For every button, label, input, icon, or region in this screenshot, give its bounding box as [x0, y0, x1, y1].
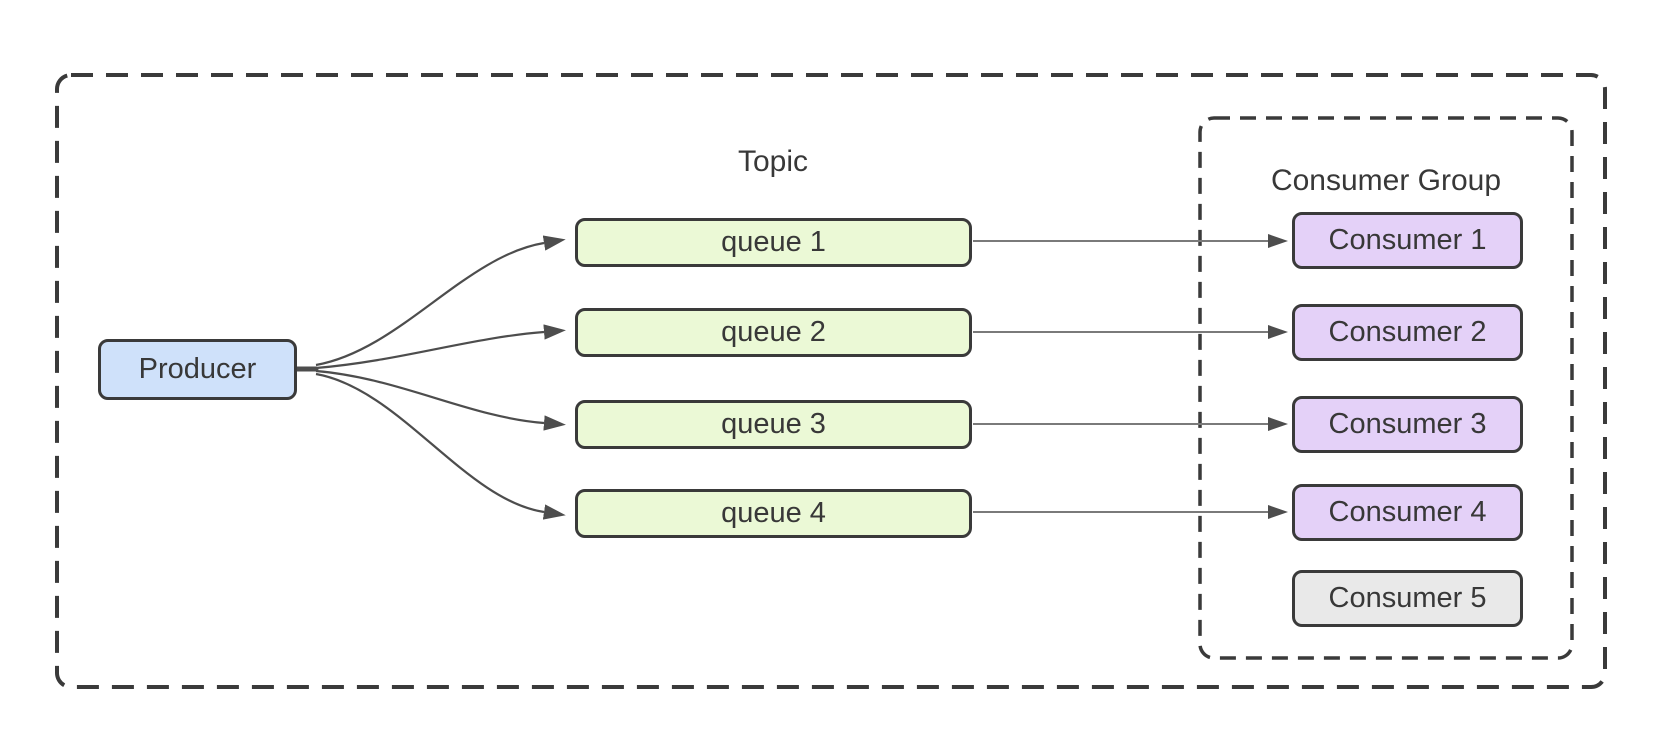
queue-4-node: queue 4 — [575, 489, 972, 538]
edge-producer-queue-1 — [315, 235, 566, 367]
consumer-group-section-label: Consumer Group — [1270, 164, 1502, 197]
edge-producer-queue-3 — [315, 369, 566, 431]
system-boundary-dashed-box — [55, 73, 1607, 689]
consumer-1-node: Consumer 1 — [1292, 212, 1523, 269]
consumer-5-node: Consumer 5 — [1292, 570, 1523, 627]
topic-section-label: Topic — [737, 145, 809, 178]
consumer-3-node: Consumer 3 — [1292, 396, 1523, 453]
queue-1-node: queue 1 — [575, 218, 972, 267]
consumer-group-dashed-box — [1198, 116, 1574, 660]
edge-producer-queue-4 — [315, 372, 566, 520]
producer-node: Producer — [98, 339, 297, 400]
edge-producer-queue-2 — [315, 324, 566, 370]
consumer-4-node: Consumer 4 — [1292, 484, 1523, 541]
queue-3-node: queue 3 — [575, 400, 972, 449]
queue-2-node: queue 2 — [575, 308, 972, 357]
consumer-2-node: Consumer 2 — [1292, 304, 1523, 361]
